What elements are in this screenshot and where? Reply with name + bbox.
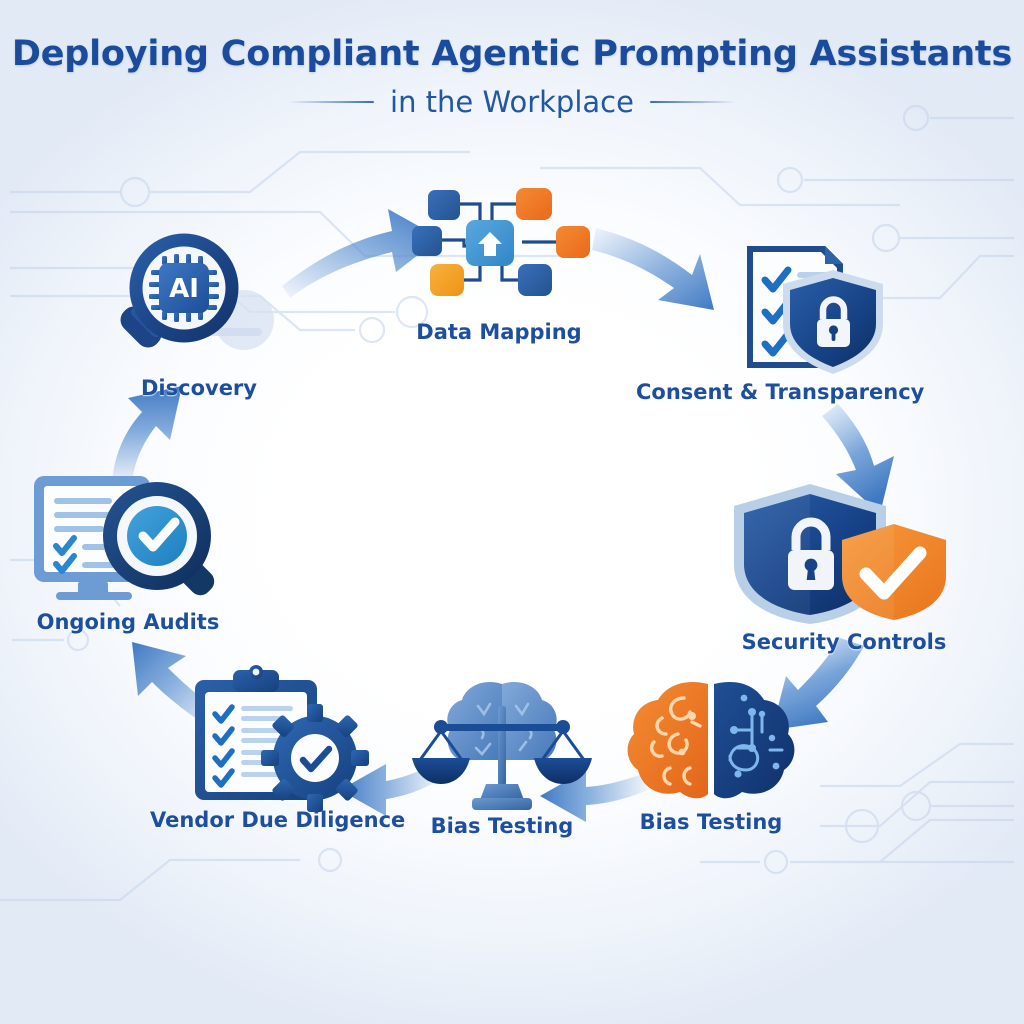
checklist-shield-lock-icon bbox=[665, 236, 895, 376]
document-magnifier-check-icon bbox=[20, 466, 236, 606]
step-label-audits: Ongoing Audits bbox=[36, 610, 220, 634]
step-vendor-due-diligence[interactable]: Vendor Due Diligence bbox=[150, 664, 405, 832]
step-label-vendor: Vendor Due Diligence bbox=[150, 808, 406, 832]
scales-brain-icon bbox=[404, 678, 600, 810]
step-consent-transparency[interactable]: Consent & Transparency bbox=[636, 236, 924, 404]
subtitle-row: in the Workplace bbox=[0, 85, 1024, 119]
step-bias-testing-brain[interactable]: Bias Testing bbox=[622, 676, 800, 834]
shield-lock-check-icon bbox=[724, 478, 964, 626]
step-label-data-mapping: Data Mapping bbox=[416, 320, 582, 344]
step-security-controls[interactable]: Security Controls bbox=[724, 478, 964, 654]
step-label-bias-brain: Bias Testing bbox=[639, 810, 783, 834]
network-nodes-icon bbox=[404, 176, 594, 316]
step-label-discovery: Discovery bbox=[141, 376, 257, 400]
subtitle-rule-left bbox=[288, 100, 375, 103]
subtitle-rule-right bbox=[649, 100, 736, 103]
magnifier-ai-chip-icon: AI bbox=[104, 232, 294, 372]
title-block: Deploying Compliant Agentic Prompting As… bbox=[0, 36, 1024, 119]
split-brain-icon bbox=[622, 676, 800, 806]
ai-chip-label: AI bbox=[169, 274, 199, 304]
step-label-consent: Consent & Transparency bbox=[636, 380, 925, 404]
clipboard-gear-check-icon bbox=[165, 664, 391, 812]
step-label-security: Security Controls bbox=[741, 630, 947, 654]
step-label-bias-scales: Bias Testing bbox=[430, 814, 574, 838]
page-title: Deploying Compliant Agentic Prompting As… bbox=[11, 34, 1013, 74]
step-discovery[interactable]: AI Discovery bbox=[104, 232, 294, 400]
step-bias-testing-scales[interactable]: Bias Testing bbox=[404, 678, 600, 838]
page-subtitle: in the Workplace bbox=[390, 84, 634, 119]
step-data-mapping[interactable]: Data Mapping bbox=[404, 176, 594, 344]
step-ongoing-audits[interactable]: Ongoing Audits bbox=[20, 466, 236, 634]
